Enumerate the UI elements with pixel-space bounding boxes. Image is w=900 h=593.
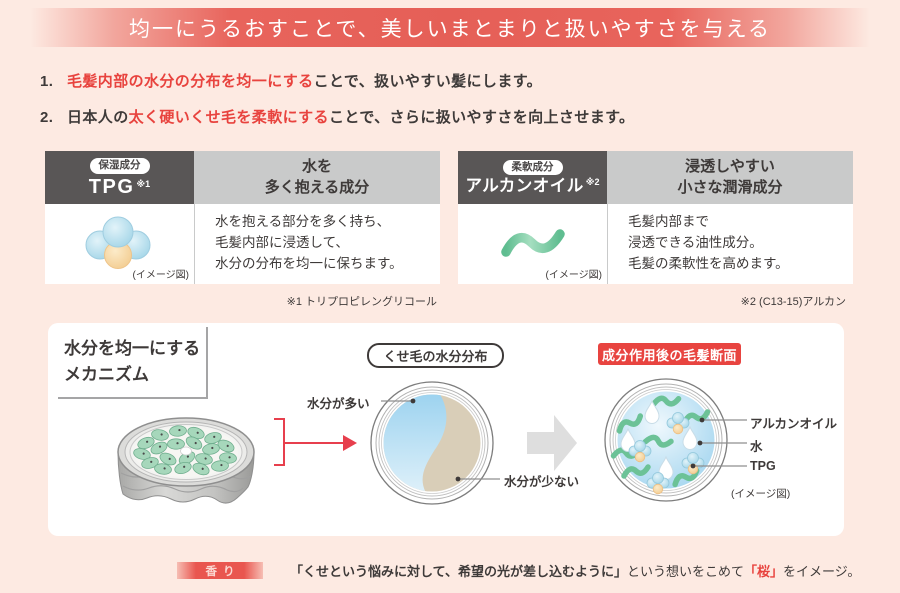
fragrance-text: をイメージ。	[783, 564, 861, 579]
point-number: 1.	[40, 73, 54, 90]
mechanism-title: 水分を均一にする メカニズム	[58, 327, 208, 399]
annotation-dots	[410, 398, 705, 482]
fragrance-description: 「くせという悩みに対して、希望の光が差し込むように」という想いをこめて「桜」をイ…	[290, 561, 860, 580]
point-text-red: 毛髪内部の水分の分布を均一にする	[67, 73, 314, 90]
benefit-point-2: 2. 日本人の太く硬いくせ毛を柔軟にすることで、さらに扱いやすさを向上させます。	[40, 106, 634, 127]
annotation-leader-lines	[381, 400, 747, 480]
header-banner: 均一にうるおすことで、美しいまとまりと扱いやすさを与える	[30, 8, 870, 47]
point-number: 2.	[40, 109, 54, 126]
ingredient-image-cell: (イメージ図)	[45, 204, 195, 284]
after-state-label: 成分作用後の毛髪断面	[598, 343, 741, 365]
image-caption: (イメージ図)	[731, 488, 791, 500]
mechanism-diagram	[117, 378, 747, 505]
ingredient-image-cell: (イメージ図)	[458, 204, 608, 284]
fragrance-text: という想いをこめて	[626, 564, 744, 579]
card-header: 保湿成分 TPG※1 水を 多く抱える成分	[45, 151, 440, 204]
footnote-2: ※2 (C13-15)アルカン	[740, 296, 846, 308]
annotation-more-water: 水分が多い	[307, 397, 370, 411]
pointer-arrow-icon	[274, 418, 357, 466]
ingredient-card-tpg: 保湿成分 TPG※1 水を 多く抱える成分	[45, 151, 440, 284]
footnote-1: ※1 トリプロピレングリコール	[286, 296, 437, 308]
ingredient-card-alkane-oil: 柔軟成分 アルカンオイル※2 浸透しやすい 小さな潤滑成分 (イメージ図) 毛髪…	[458, 151, 853, 284]
ingredient-subtitle: 水を 多く抱える成分	[194, 151, 440, 204]
fragrance-quote: 「くせという悩みに対して、希望の光が差し込むように」	[290, 564, 627, 579]
hair-strand-illustration	[117, 417, 255, 504]
footnote-ref: ※1	[136, 178, 151, 189]
annotation-alkane-oil: アルカンオイル	[750, 417, 838, 431]
point-text: ことで、さらに扱いやすさを向上させます。	[328, 109, 635, 126]
ingredient-description: 毛髪内部まで 浸透できる油性成分。 毛髪の柔軟性を高めます。	[628, 214, 789, 271]
fragrance-badge: 香り	[177, 562, 263, 579]
tpg-molecule-icon	[85, 216, 150, 269]
point-text-red: 太く硬いくせ毛を柔軟にする	[128, 109, 329, 126]
before-state-label: くせ毛の水分分布	[367, 343, 504, 368]
cross-section-after-illustration	[604, 378, 728, 502]
ingredient-name: TPG※1	[89, 177, 150, 197]
image-caption: (イメージ図)	[545, 270, 602, 281]
ingredient-name: アルカンオイル※2	[465, 178, 599, 195]
footnote-ref: ※2	[585, 177, 600, 188]
card-body: (イメージ図) 毛髪内部まで 浸透できる油性成分。 毛髪の柔軟性を高めます。	[458, 204, 853, 284]
ingredient-subtitle: 浸透しやすい 小さな潤滑成分	[607, 151, 853, 204]
cross-section-before-illustration	[370, 381, 494, 505]
ingredient-type-badge: 保湿成分	[89, 158, 150, 174]
transform-arrow-icon	[527, 415, 577, 471]
benefit-point-1: 1. 毛髪内部の水分の分布を均一にすることで、扱いやすい髪にします。	[40, 70, 542, 91]
card-body: (イメージ図) 水を抱える部分を多く持ち、 毛髪内部に浸透して、 水分の分布を均…	[45, 204, 440, 284]
point-text: 日本人の	[67, 109, 129, 126]
ingredient-name-cell: 柔軟成分 アルカンオイル※2	[458, 151, 607, 204]
point-text: ことで、扱いやすい髪にします。	[313, 73, 543, 90]
fragrance-sakura: 「桜」	[743, 564, 783, 579]
ingredient-description: 水を抱える部分を多く持ち、 毛髪内部に浸透して、 水分の分布を均一に保ちます。	[215, 214, 403, 271]
ingredient-name-text: アルカンオイル	[465, 177, 584, 196]
annotation-tpg: TPG	[750, 459, 776, 473]
mechanism-panel: 水分を均一にする メカニズム くせ毛の水分分布 成分作用後の毛髪断面 水分が多い…	[48, 323, 844, 536]
alkane-oil-wave-icon	[500, 229, 565, 257]
ingredient-type-badge: 柔軟成分	[502, 160, 563, 176]
page-title: 均一にうるおすことで、美しいまとまりと扱いやすさを与える	[129, 16, 771, 41]
ingredient-name-text: TPG	[88, 175, 135, 198]
card-header: 柔軟成分 アルカンオイル※2 浸透しやすい 小さな潤滑成分	[458, 151, 853, 204]
ingredient-name-cell: 保湿成分 TPG※1	[45, 151, 194, 204]
annotation-less-water: 水分が少ない	[504, 475, 580, 489]
annotation-water: 水	[750, 440, 763, 454]
image-caption: (イメージ図)	[132, 270, 189, 281]
